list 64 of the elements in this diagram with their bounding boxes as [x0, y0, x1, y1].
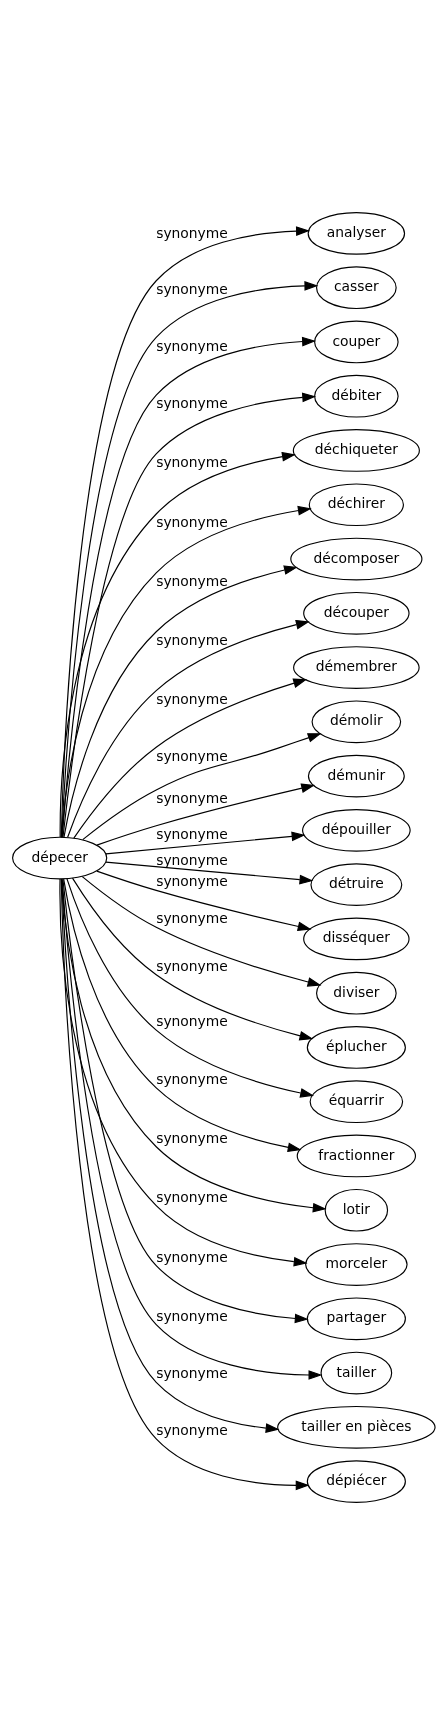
node-ellipse: casser	[316, 266, 397, 310]
node-ellipse: lotir	[324, 1188, 389, 1232]
arrow	[96, 783, 316, 846]
arrow	[66, 878, 315, 1098]
edge-label: synonyme	[156, 573, 228, 590]
arrow	[63, 878, 302, 1153]
node-ellipse: équarrir	[309, 1080, 404, 1124]
node-ellipse: partager	[306, 1297, 406, 1341]
edge-label: synonyme	[156, 691, 228, 708]
node-ellipse: diviser	[316, 971, 397, 1015]
edge-label: synonyme	[156, 1307, 228, 1324]
node-ellipse: démolir	[311, 700, 402, 744]
edge-label: synonyme	[156, 957, 228, 974]
node-ellipse: déchirer	[308, 483, 404, 527]
arrow	[67, 619, 310, 838]
arrow	[105, 831, 306, 855]
edge-label: synonyme	[156, 395, 228, 412]
arrow	[61, 505, 312, 838]
node-ellipse: détruire	[310, 863, 403, 906]
edge-label: synonyme	[156, 1129, 228, 1146]
node-ellipse: morceler	[305, 1243, 408, 1286]
edge-label: synonyme	[156, 514, 228, 531]
edge-label: synonyme	[156, 224, 228, 241]
node-ellipse: débiter	[314, 374, 399, 418]
arrow	[82, 733, 322, 841]
arrow	[96, 870, 312, 932]
node-ellipse: démunir	[307, 754, 405, 798]
edge-label: synonyme	[156, 790, 228, 807]
node-ellipse: disséquer	[303, 917, 410, 961]
edge-label: synonyme	[156, 1188, 228, 1205]
edge-label: synonyme	[156, 281, 228, 298]
arrow	[61, 878, 323, 1380]
node-ellipse: éplucher	[306, 1026, 406, 1069]
arrow	[73, 678, 308, 839]
node-ellipse: analyser	[307, 212, 406, 255]
node-ellipse: dépecer	[12, 836, 108, 880]
arrow	[71, 877, 314, 1041]
edge-label: synonyme	[156, 1070, 228, 1087]
node-ellipse: découper	[303, 591, 410, 635]
edge-label: synonyme	[156, 826, 228, 843]
node-ellipse: dépiécer	[306, 1460, 406, 1503]
node-ellipse: dépouiller	[302, 809, 411, 852]
edge-label: synonyme	[156, 1421, 228, 1438]
edge-label: synonyme	[156, 454, 228, 471]
edge-label: synonyme	[156, 1365, 228, 1382]
arrow	[63, 565, 298, 838]
edge-label: synonyme	[156, 747, 228, 764]
arrow	[60, 878, 310, 1491]
edge-label: synonyme	[156, 1248, 228, 1265]
node-ellipse: décomposer	[290, 537, 423, 581]
arrow	[81, 876, 322, 987]
edge-label: synonyme	[156, 910, 228, 927]
node-ellipse: tailler	[320, 1351, 393, 1395]
edge-label: synonyme	[156, 337, 228, 354]
edge-label: synonyme	[156, 851, 228, 868]
edge-label: synonyme	[156, 873, 228, 890]
arrow	[59, 451, 296, 838]
node-ellipse: tailler en pièces	[277, 1405, 436, 1449]
node-ellipse: fractionner	[296, 1134, 417, 1178]
node-ellipse: déchiqueter	[292, 429, 420, 472]
node-ellipse: couper	[314, 320, 399, 364]
edge-label: synonyme	[156, 1013, 228, 1030]
edge-label: synonyme	[156, 632, 228, 649]
arrow	[105, 861, 314, 885]
